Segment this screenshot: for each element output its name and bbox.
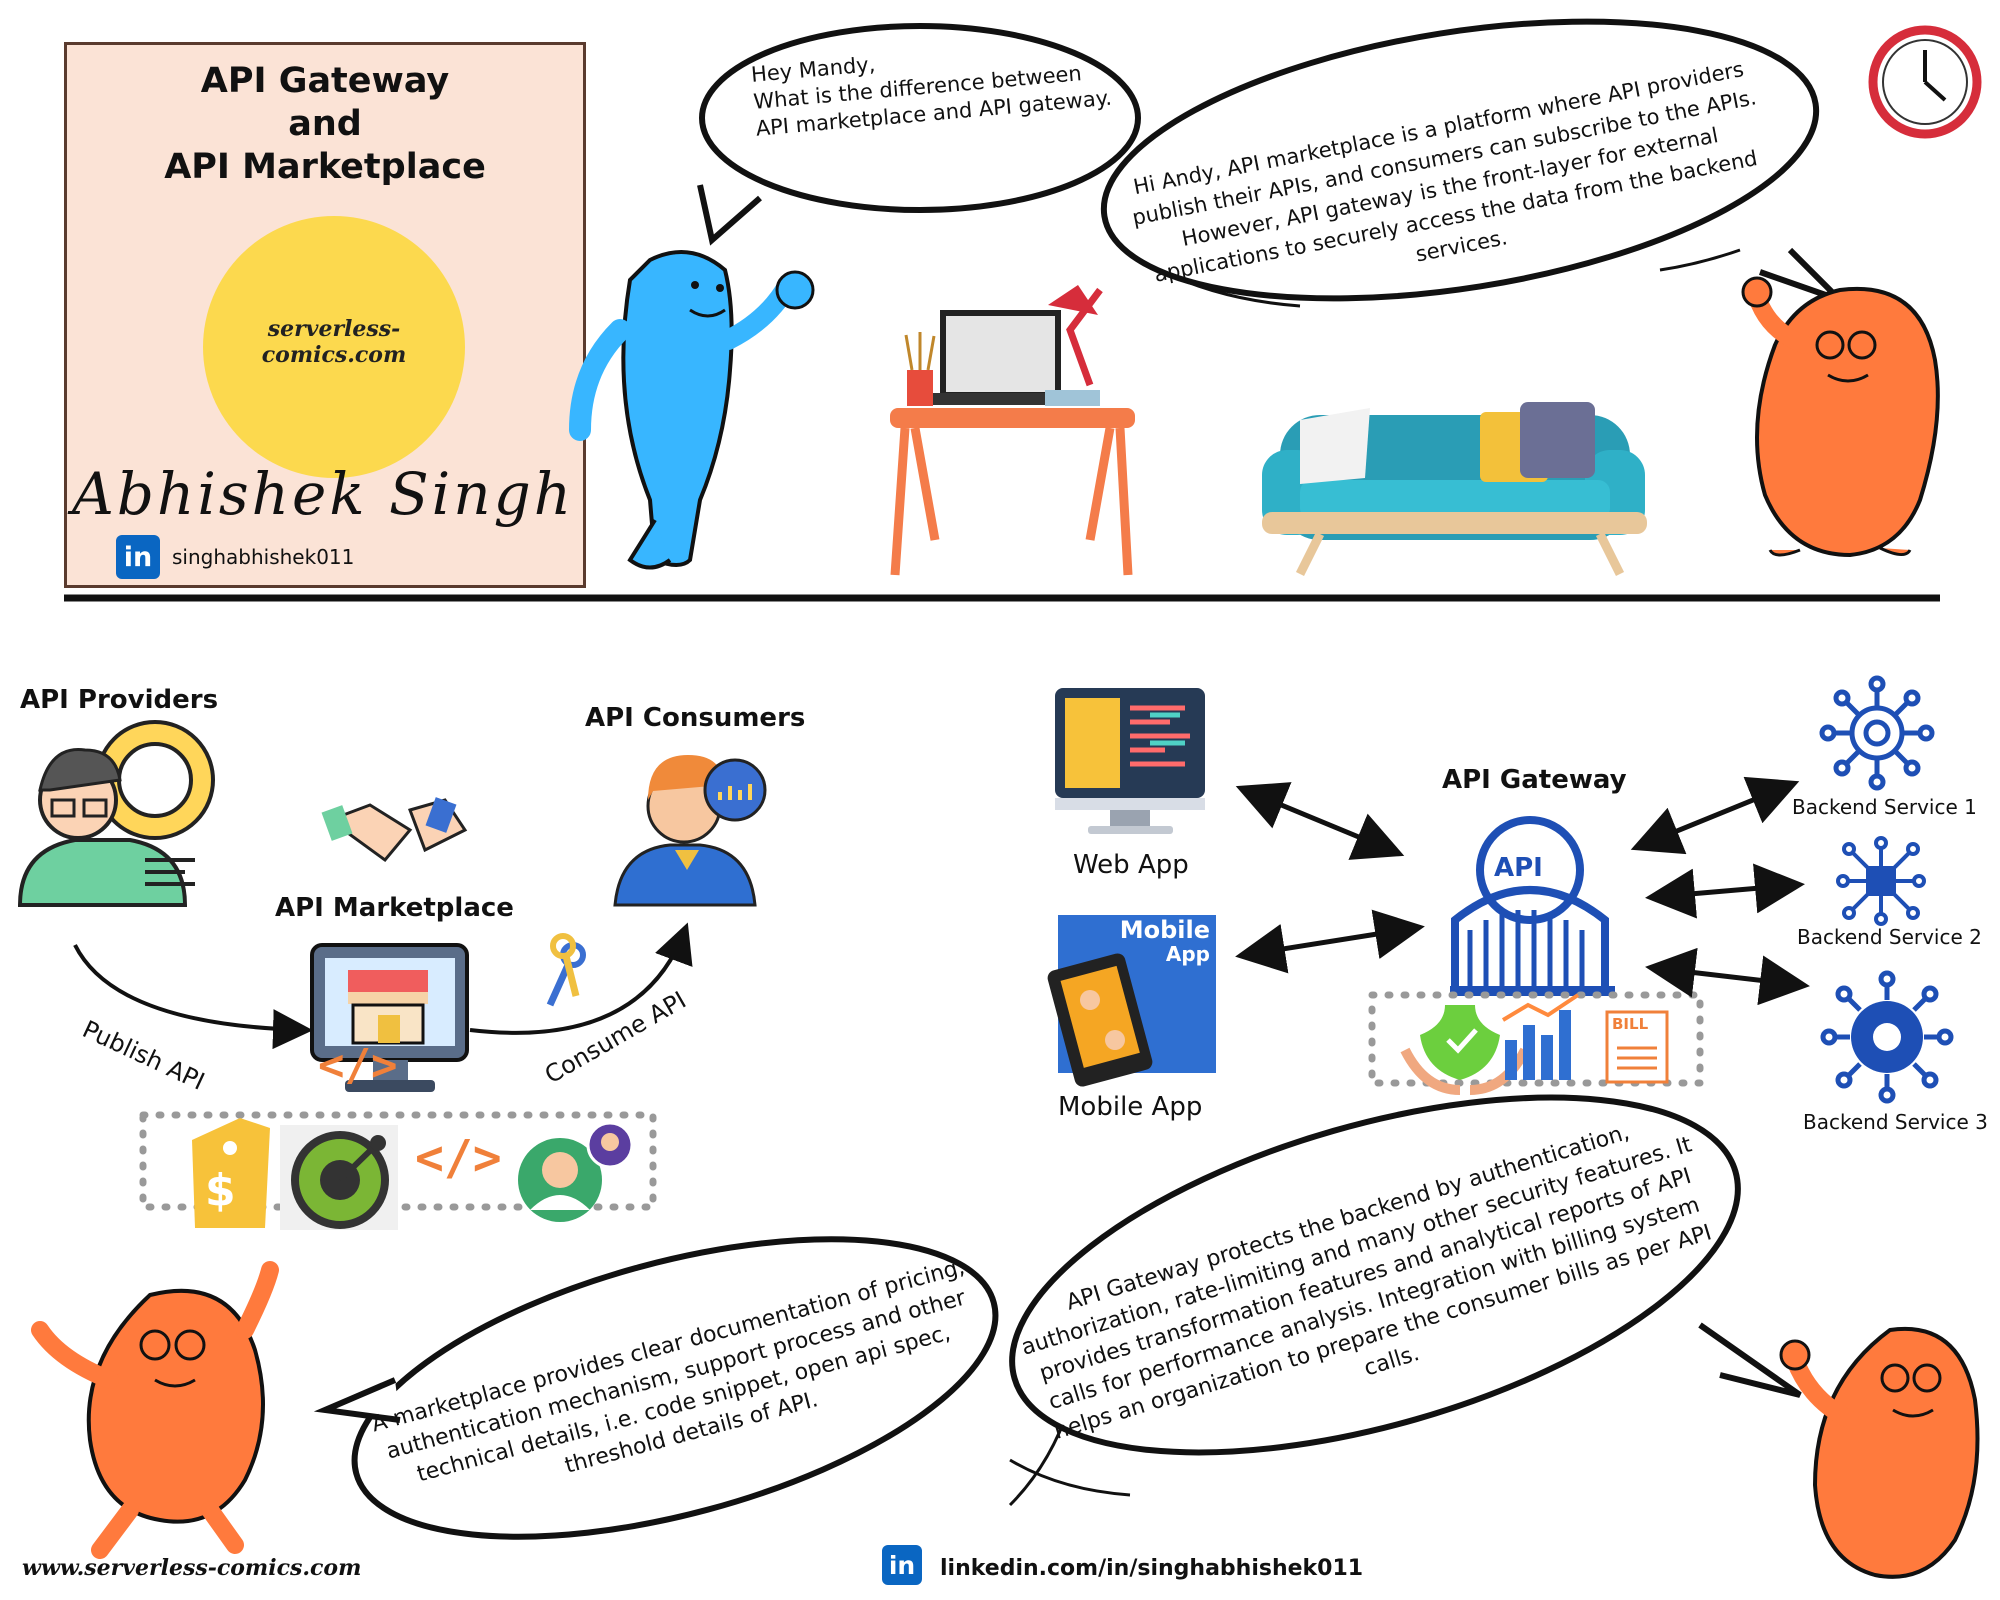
title-line-3: API Marketplace <box>164 147 486 187</box>
mandy-character <box>569 250 815 570</box>
speech-bubble-gateway <box>1009 1094 1802 1497</box>
code-snippet-icon: </> <box>415 1130 502 1186</box>
handshake-icon <box>321 797 468 863</box>
sun-circle <box>203 216 465 478</box>
support-agent-icon <box>518 1121 634 1222</box>
backend-service-2-label: Backend Service 2 <box>1797 925 1982 949</box>
api-providers-label: API Providers <box>20 685 219 715</box>
footer-linkedin-link[interactable]: linkedin.com/in/singhabhishek011 <box>940 1556 1364 1581</box>
web-app-icon <box>1055 688 1205 834</box>
footer-site-link[interactable]: www.serverless-comics.com <box>22 1555 362 1581</box>
api-consumers-label: API Consumers <box>585 703 806 733</box>
api-gateway-label: API Gateway <box>1442 765 1627 795</box>
mobile-app-icon <box>1047 915 1216 1087</box>
bill-label: BILL <box>1612 1015 1649 1033</box>
marketplace-store-icon <box>310 943 469 1092</box>
marketplace-features-box <box>139 1111 657 1211</box>
backend-service-1-label: Backend Service 1 <box>1792 795 1977 819</box>
speech-bubble-question <box>697 23 1141 246</box>
api-gateway-icon <box>1450 816 1615 996</box>
publish-arrow <box>73 944 313 1050</box>
key-icon <box>546 933 586 1007</box>
page-title: API Gateway and API Marketplace <box>64 60 586 189</box>
mobile-badge-line-1: Mobile <box>1119 916 1210 944</box>
andy-character-bottom-right <box>1779 1326 1980 1579</box>
site-name: serverless-comics.com <box>261 316 407 368</box>
security-shield-icon <box>1400 1005 1530 1095</box>
andy-character-bottom-left <box>31 1261 279 1559</box>
title-line-2: and <box>288 104 362 144</box>
gateway-arrows <box>1235 776 1810 1006</box>
analytics-chart-icon <box>1501 993 1580 1080</box>
mobile-badge-line-2: App <box>1165 942 1210 966</box>
linkedin-handle[interactable]: singhabhishek011 <box>172 545 355 569</box>
andy-character-top <box>1741 276 1940 558</box>
price-tag-icon <box>192 1118 270 1228</box>
code-icon: </> <box>318 1040 398 1091</box>
web-app-label: Web App <box>1073 850 1189 880</box>
author-signature: Abhishek Singh <box>72 460 575 528</box>
clock-icon <box>1868 25 1982 139</box>
speech-bubble-answer <box>1100 18 1843 308</box>
api-marketplace-label: API Marketplace <box>275 893 514 923</box>
gauge-icon <box>280 1125 398 1230</box>
desk-illustration <box>890 285 1135 576</box>
consume-arrow <box>469 922 693 1035</box>
api-provider-icon <box>17 720 215 907</box>
sofa-illustration <box>1262 402 1647 577</box>
backend-service-1-icon <box>1819 675 1935 791</box>
backend-service-3-icon <box>1820 970 1954 1104</box>
api-consumer-icon <box>613 755 767 907</box>
api-glyph: API <box>1494 853 1543 883</box>
dollar-icon: $ <box>205 1165 236 1216</box>
bill-icon <box>1605 1010 1669 1084</box>
mobile-app-label: Mobile App <box>1058 1092 1203 1122</box>
speech-bubble-marketplace <box>313 1236 1072 1540</box>
gateway-features-box <box>1368 991 1704 1087</box>
footer-linkedin-icon[interactable]: in <box>882 1545 922 1585</box>
mobile-app-badge: Mobile App <box>1112 918 1210 966</box>
backend-service-3-label: Backend Service 3 <box>1803 1110 1988 1134</box>
title-line-1: API Gateway <box>200 61 450 101</box>
backend-service-2-icon <box>1836 836 1926 926</box>
linkedin-icon[interactable]: in <box>116 535 160 579</box>
